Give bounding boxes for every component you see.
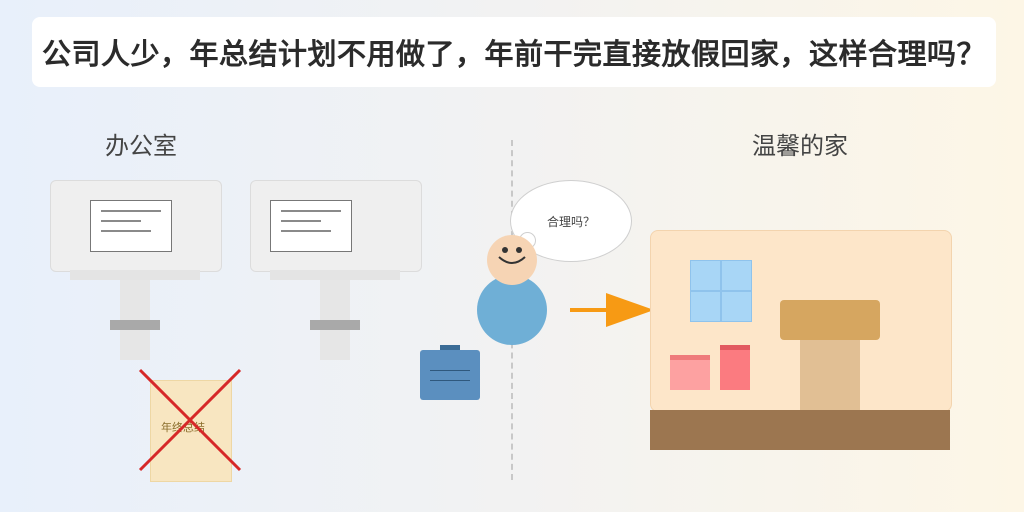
office-label: 办公室 [105,132,177,160]
title-banner: 公司人少，年总结计划不用做了，年前干完直接放假回家，这样合理吗？ [32,17,996,87]
page-title: 公司人少，年总结计划不用做了，年前干完直接放假回家，这样合理吗？ [41,37,986,71]
arrow-right-icon [570,293,654,327]
document-icon [90,200,172,252]
home-label: 温馨的家 [752,132,848,160]
window-icon [690,260,752,322]
speech-bubble-text: 合理吗？ [546,214,595,229]
year-end-summary-document: 年终总结 [150,380,232,482]
thought-bubble-icon: 合理吗？ [510,180,632,262]
floor [650,410,950,450]
document-icon [270,200,352,252]
cross-icon [138,368,242,472]
